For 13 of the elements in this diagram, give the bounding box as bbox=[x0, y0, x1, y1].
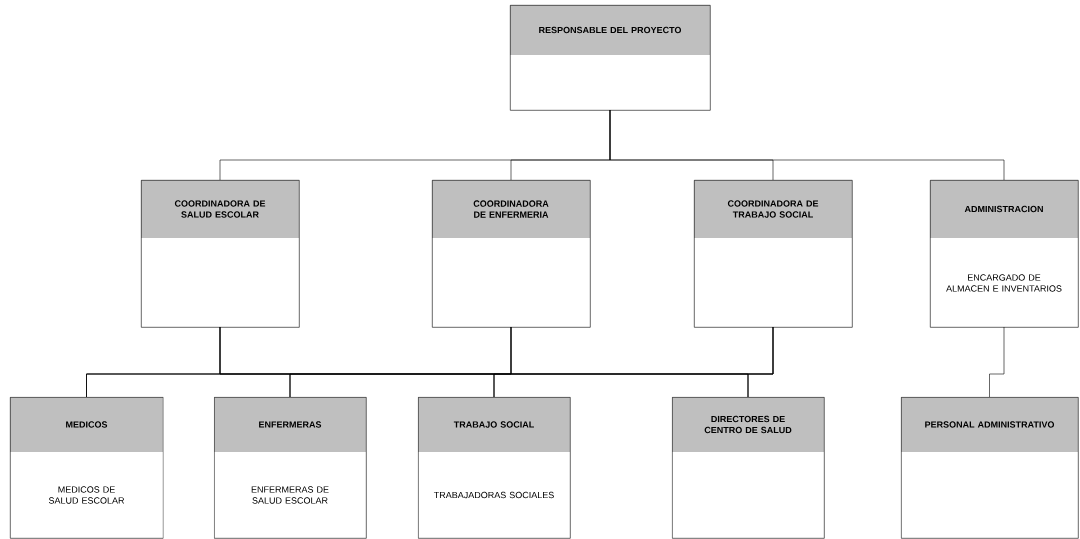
org-box: MEDICOS MEDICOS DE SALUD ESCOLAR bbox=[10, 397, 164, 539]
org-box: ENFERMERAS ENFERMERAS DE SALUD ESCOLAR bbox=[214, 397, 367, 539]
org-box: PERSONAL ADMINISTRATIVO bbox=[901, 397, 1079, 539]
org-box: TRABAJO SOCIAL TRABAJADORAS SOCIALES bbox=[418, 397, 571, 539]
org-box: DIRECTORES DE CENTRO DE SALUD bbox=[672, 397, 825, 539]
org-box: RESPONSABLE DEL PROYECTO bbox=[510, 5, 711, 111]
org-box: COORDINADORA DE ENFERMERIA bbox=[432, 180, 591, 328]
connector-line bbox=[989, 326, 1005, 398]
org-box: ADMINISTRACION ENCARGADO DE ALMACEN E INVENTARIOS bbox=[930, 180, 1079, 328]
org-box: COORDINADORA DE SALUD ESCOLAR bbox=[141, 180, 300, 328]
org-box: COORDINADORA DE TRABAJO SOCIAL bbox=[694, 180, 853, 328]
connector-line bbox=[609, 109, 1005, 181]
connector-line bbox=[747, 326, 774, 398]
